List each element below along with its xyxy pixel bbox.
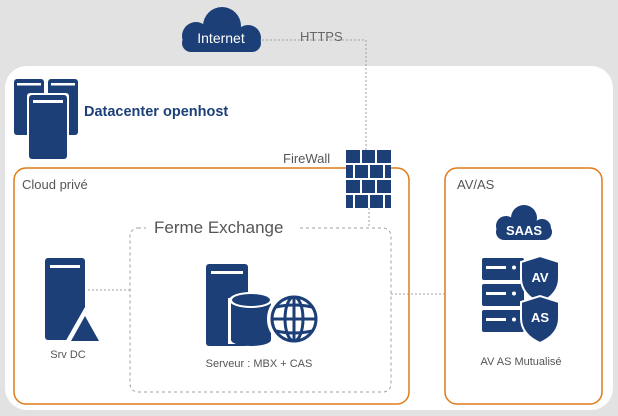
cloud-prive-box: [13, 167, 410, 405]
av-as-servers-icon: [482, 258, 524, 332]
srv-dc-label: Srv DC: [50, 349, 86, 361]
srv-dc-icon: [45, 258, 106, 344]
as-shield-icon: [520, 294, 560, 345]
exchange-server-label: Serveur : MBX + CAS: [206, 358, 313, 370]
internet-firewall-link: [262, 39, 367, 150]
av-as-box: [444, 167, 603, 405]
saas-label: SAAS: [506, 223, 542, 238]
internet-label: Internet: [197, 30, 245, 46]
shield-av-label: AV: [531, 270, 548, 285]
datacenter-servers-icon: [14, 79, 78, 161]
cloud-prive-title: Cloud privé: [22, 177, 88, 192]
connection-lines: [88, 39, 445, 295]
ferme-exchange-title-bg: [146, 216, 298, 238]
firewall-icon: [346, 150, 391, 208]
shield-as-label: AS: [531, 310, 549, 325]
av-as-caption: AV AS Mutualisé: [480, 356, 561, 368]
internet-cloud-icon: [182, 7, 261, 52]
saas-cloud-icon: [496, 205, 552, 240]
datacenter-title: Datacenter openhost: [84, 104, 228, 120]
database-icon: [228, 292, 274, 346]
ferme-exchange-title: Ferme Exchange: [154, 218, 283, 237]
firewall-label: FireWall: [283, 151, 330, 166]
https-label: HTTPS: [300, 29, 343, 44]
av-as-title: AV/AS: [457, 177, 495, 192]
datacenter-panel: [5, 66, 613, 410]
globe-icon: [267, 292, 321, 346]
